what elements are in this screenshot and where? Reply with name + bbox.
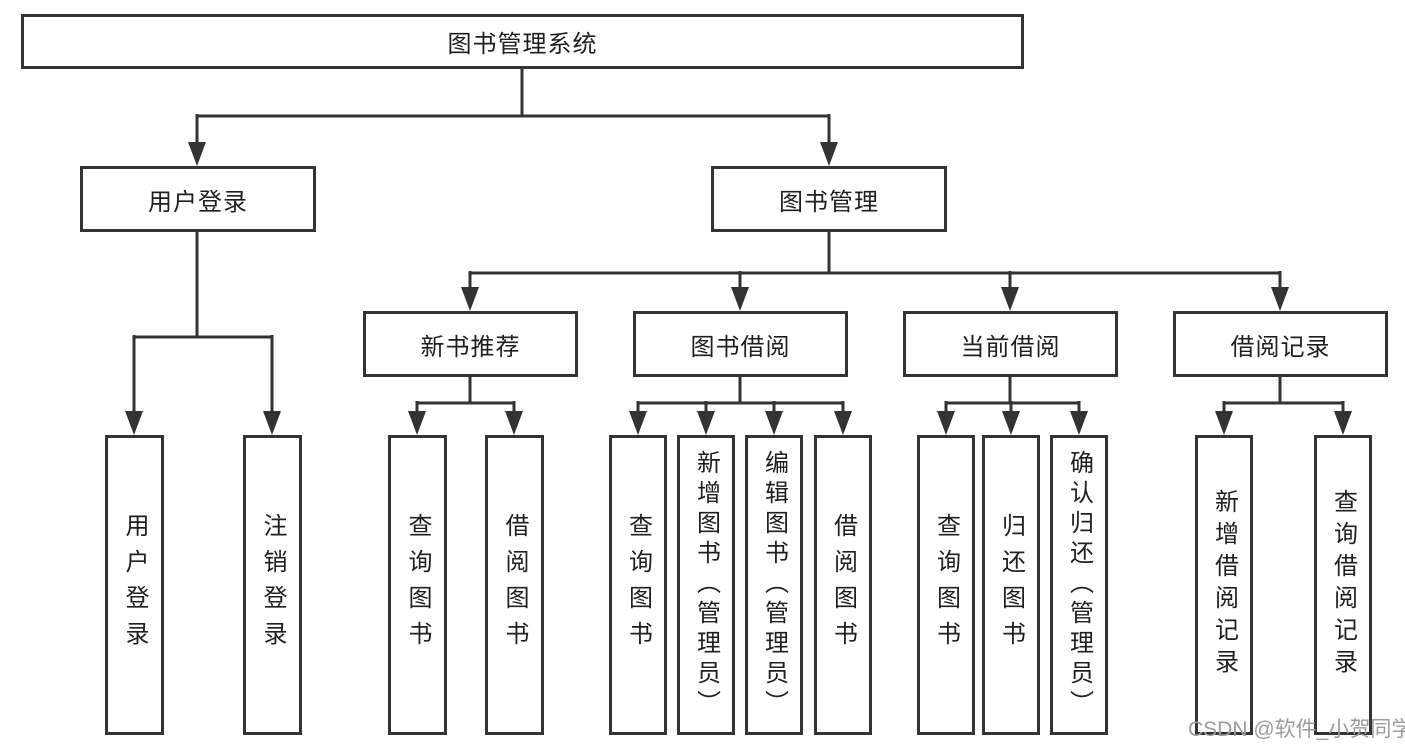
node-label: 图书借阅 — [690, 333, 791, 361]
leaf-query-books-borrow: 查询图书 — [609, 435, 667, 735]
csdn-watermark: CSDN @软件_小贺同学 — [1188, 718, 1405, 741]
arrowhead — [1334, 411, 1352, 435]
node-label: 新书推荐 — [420, 333, 521, 361]
leaf-label: 查询图书 — [932, 513, 960, 657]
arrowhead — [1002, 411, 1020, 435]
node-book-management: 图书管理 — [711, 166, 947, 232]
node-user-login: 用户登录 — [80, 166, 316, 232]
node-root-system: 图书管理系统 — [21, 14, 1024, 69]
node-borrow-records: 借阅记录 — [1173, 311, 1388, 377]
leaf-edit-books-admin: 编辑图书（管理员） — [745, 435, 803, 735]
node-label: 图书管理系统 — [447, 31, 598, 58]
arrowhead — [125, 411, 143, 435]
connector-group3-to-leaves — [944, 377, 1081, 413]
leaf-confirm-return-admin: 确认归还（管理员） — [1050, 435, 1108, 735]
arrowhead — [505, 411, 523, 435]
leaf-label: 新增图书（管理员） — [692, 450, 720, 720]
arrowhead — [820, 142, 838, 166]
leaf-label: 查询图书 — [404, 513, 431, 657]
leaf-label: 查询图书 — [624, 513, 652, 657]
arrowhead — [629, 411, 647, 435]
node-current-borrow: 当前借阅 — [903, 311, 1118, 377]
leaf-label: 借阅图书 — [829, 513, 857, 657]
arrowhead — [731, 287, 749, 311]
node-label: 当前借阅 — [960, 333, 1061, 361]
leaf-user-login: 用户登录 — [105, 435, 164, 735]
leaf-add-books-admin: 新增图书（管理员） — [677, 435, 735, 735]
leaf-return-books: 归还图书 — [982, 435, 1040, 735]
arrowhead — [188, 142, 206, 166]
connector-group2-to-leaves — [636, 377, 845, 413]
arrowhead — [765, 411, 783, 435]
leaf-query-borrow-record: 查询借阅记录 — [1314, 435, 1372, 735]
leaf-label: 查询借阅记录 — [1329, 489, 1357, 681]
leaf-label: 归还图书 — [997, 513, 1025, 657]
arrowhead — [1070, 411, 1088, 435]
leaf-label: 确认归还（管理员） — [1065, 450, 1093, 720]
arrowhead — [1271, 287, 1289, 311]
leaf-query-books-recommend: 查询图书 — [388, 435, 447, 735]
node-label: 用户登录 — [148, 188, 248, 216]
node-label: 借阅记录 — [1230, 333, 1331, 361]
connector-book-mgmt-to-groups — [468, 232, 1282, 289]
arrowhead — [697, 411, 715, 435]
leaf-label: 用户登录 — [121, 513, 148, 657]
connector-group1-to-leaves — [415, 377, 516, 413]
leaf-label: 注销登录 — [259, 513, 286, 657]
leaf-borrow-books-recommend: 借阅图书 — [485, 435, 544, 735]
leaf-query-books-current: 查询图书 — [917, 435, 975, 735]
leaf-label: 借阅图书 — [501, 513, 528, 657]
arrowhead — [263, 411, 281, 435]
connector-user-login-to-leaves — [132, 232, 274, 413]
arrowhead — [461, 287, 479, 311]
node-label: 图书管理 — [779, 188, 879, 216]
arrowhead — [408, 411, 426, 435]
leaf-label: 新增借阅记录 — [1210, 489, 1238, 681]
leaf-borrow-books: 借阅图书 — [814, 435, 872, 735]
arrowhead — [937, 411, 955, 435]
arrowhead — [834, 411, 852, 435]
node-book-borrow: 图书借阅 — [633, 311, 848, 377]
arrowhead — [1215, 411, 1233, 435]
connector-root-to-level2 — [195, 69, 831, 144]
connector-group4-to-leaves — [1222, 377, 1345, 413]
leaf-logout: 注销登录 — [243, 435, 302, 735]
leaf-label: 编辑图书（管理员） — [760, 450, 788, 720]
leaf-add-borrow-record: 新增借阅记录 — [1195, 435, 1253, 735]
node-new-book-recommend: 新书推荐 — [363, 311, 578, 377]
arrowhead — [1001, 287, 1019, 311]
